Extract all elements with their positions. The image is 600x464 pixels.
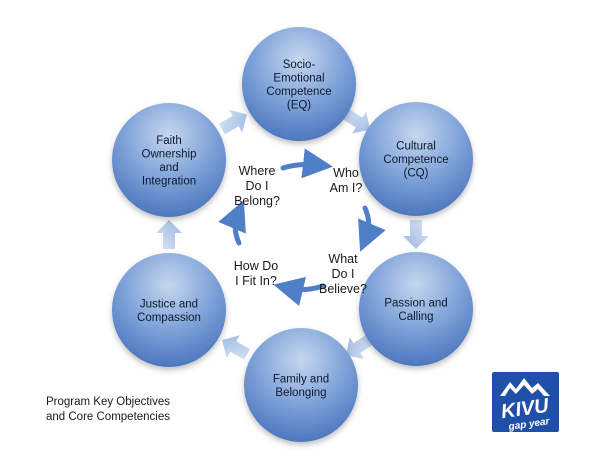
node-label-line: Passion and xyxy=(384,297,447,309)
node-label-line: Socio- xyxy=(283,59,316,71)
node-label-line: Ownership xyxy=(142,148,197,160)
question-line: Where xyxy=(239,164,276,178)
node-label-line: Belonging xyxy=(275,387,326,399)
question-line: Do I xyxy=(246,179,269,193)
node-label-line: Justice and xyxy=(140,298,198,310)
outer-cycle-arrow xyxy=(342,108,371,134)
diagram-caption: Program Key Objectives and Core Competen… xyxy=(46,395,170,425)
kivu-gap-year-logo: KIVU gap year xyxy=(492,372,559,432)
node-label-line: (EQ) xyxy=(287,99,311,111)
caption-line: Program Key Objectives xyxy=(46,396,170,408)
question-where-do-i-belong: Where Do I Belong? xyxy=(234,164,280,208)
question-line: Who xyxy=(333,166,359,180)
inner-arrow-who-to-what xyxy=(358,205,386,252)
node-circle xyxy=(359,102,473,216)
question-line: What xyxy=(328,252,358,266)
competency-nodes: Socio-EmotionalCompetence(EQ)CulturalCom… xyxy=(112,27,473,442)
outer-cycle-arrow xyxy=(403,220,429,249)
node-label-line: Calling xyxy=(398,311,433,323)
node-label-line: Integration xyxy=(142,175,196,187)
outer-cycle-arrow xyxy=(218,109,247,135)
node-label-line: and xyxy=(159,162,178,174)
node-circle xyxy=(244,328,358,442)
question-line: Believe? xyxy=(319,282,367,296)
outer-cycle-arrow xyxy=(156,220,182,249)
question-line: Do I xyxy=(332,267,355,281)
outer-cycle-arrows xyxy=(156,108,429,360)
question-who-am-i: Who Am I? xyxy=(330,166,363,195)
node-circle xyxy=(242,27,356,141)
caption-line: and Core Competencies xyxy=(46,411,171,423)
inner-cycle-arrows xyxy=(218,148,386,307)
inner-arrow-how-to-where xyxy=(218,200,246,246)
node-label-line: Competence xyxy=(383,154,448,166)
node-circle xyxy=(112,253,226,367)
node-label-line: Compassion xyxy=(137,312,201,324)
question-what-do-i-believe: What Do I Believe? xyxy=(319,252,367,296)
node-label-line: Family and xyxy=(273,373,329,385)
question-line: I Fit In? xyxy=(235,274,277,288)
node-circle xyxy=(359,252,473,366)
logo-tagline: gap year xyxy=(507,416,551,432)
outer-cycle-arrow xyxy=(221,335,251,360)
outer-cycle-arrow xyxy=(345,334,374,359)
node-label-line: Emotional xyxy=(273,72,324,84)
inner-arrow-what-to-how xyxy=(273,276,326,307)
inner-arrow-where-to-who xyxy=(280,148,333,179)
question-how-do-i-fit-in: How Do I Fit In? xyxy=(234,259,279,288)
question-line: Am I? xyxy=(330,181,363,195)
node-label-line: Competence xyxy=(266,86,331,98)
node-label-line: Cultural xyxy=(396,141,436,153)
question-line: Belong? xyxy=(234,194,280,208)
mountain-icon xyxy=(500,378,550,396)
node-label-line: (CQ) xyxy=(404,168,429,180)
node-circle xyxy=(112,103,226,217)
question-line: How Do xyxy=(234,259,279,273)
node-label-line: Faith xyxy=(156,135,182,147)
